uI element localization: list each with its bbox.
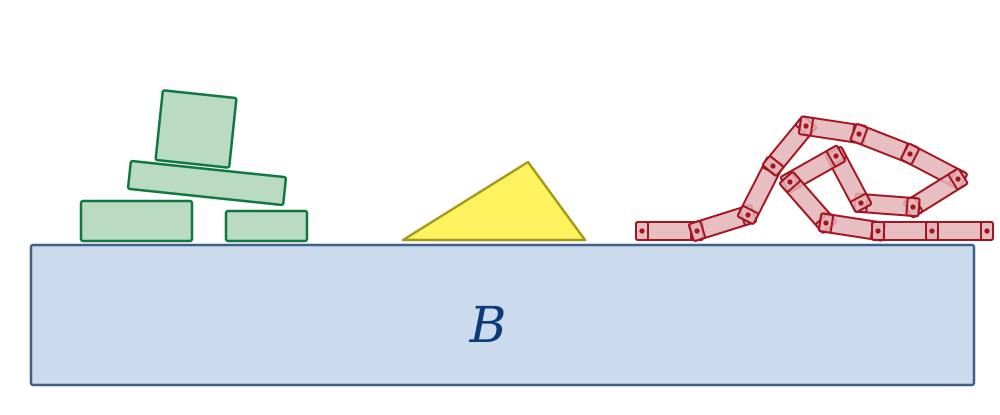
- chain-joint-dot: [910, 204, 916, 210]
- chain-hinge-box: [817, 212, 835, 234]
- chain-hinge-box: [736, 205, 760, 225]
- chain-hinge-box: [688, 220, 706, 242]
- green-block-stack: [79, 89, 309, 243]
- chain-link: [925, 221, 994, 241]
- green-block-bottom-left: [79, 199, 194, 243]
- chain-joint-dot: [955, 176, 961, 182]
- chain-hinge-box: [925, 221, 939, 241]
- base-body: [29, 243, 976, 387]
- chain-hinge-box: [635, 221, 649, 241]
- green-block-top-tilted: [154, 89, 238, 169]
- chain-hinge-box: [849, 123, 869, 145]
- base-label: B: [469, 296, 507, 354]
- chain-joint-dot: [984, 228, 990, 234]
- chain-joint-dot: [907, 151, 913, 157]
- chain-joint-dot: [833, 153, 839, 159]
- chain-hinge-box: [849, 193, 873, 213]
- chain-joint-dot: [823, 220, 829, 226]
- chain-hinge-box: [947, 167, 969, 191]
- chain-joint-dot: [803, 123, 809, 129]
- green-block-middle-tilted: [126, 159, 288, 207]
- chain-joint-dot: [929, 228, 935, 234]
- chain-joint-dot: [639, 228, 645, 234]
- chain-joint-dot: [856, 131, 862, 137]
- chain-hinge-box: [905, 196, 921, 218]
- chain-joint-dot: [745, 212, 751, 218]
- chain-hinge-box: [900, 142, 920, 166]
- chain-hinge-box: [826, 144, 846, 168]
- yellow-triangle: [401, 160, 587, 242]
- red-link-chain: [635, 115, 994, 242]
- green-block-bottom-right: [224, 209, 309, 243]
- chain-joint-dot: [875, 228, 881, 234]
- chain-hinge-box: [762, 155, 784, 177]
- chain-joint-dot: [858, 200, 864, 206]
- chain-hinge-box: [798, 115, 814, 137]
- chain-hinge-box: [980, 221, 994, 241]
- chain-joint-dot: [694, 228, 700, 234]
- chain-hinge-box: [871, 221, 885, 241]
- chain-joint-dot: [770, 163, 776, 169]
- chain-link-body: [925, 221, 994, 241]
- chain-hinge-box: [779, 171, 801, 193]
- chain-joint-dot: [787, 179, 793, 185]
